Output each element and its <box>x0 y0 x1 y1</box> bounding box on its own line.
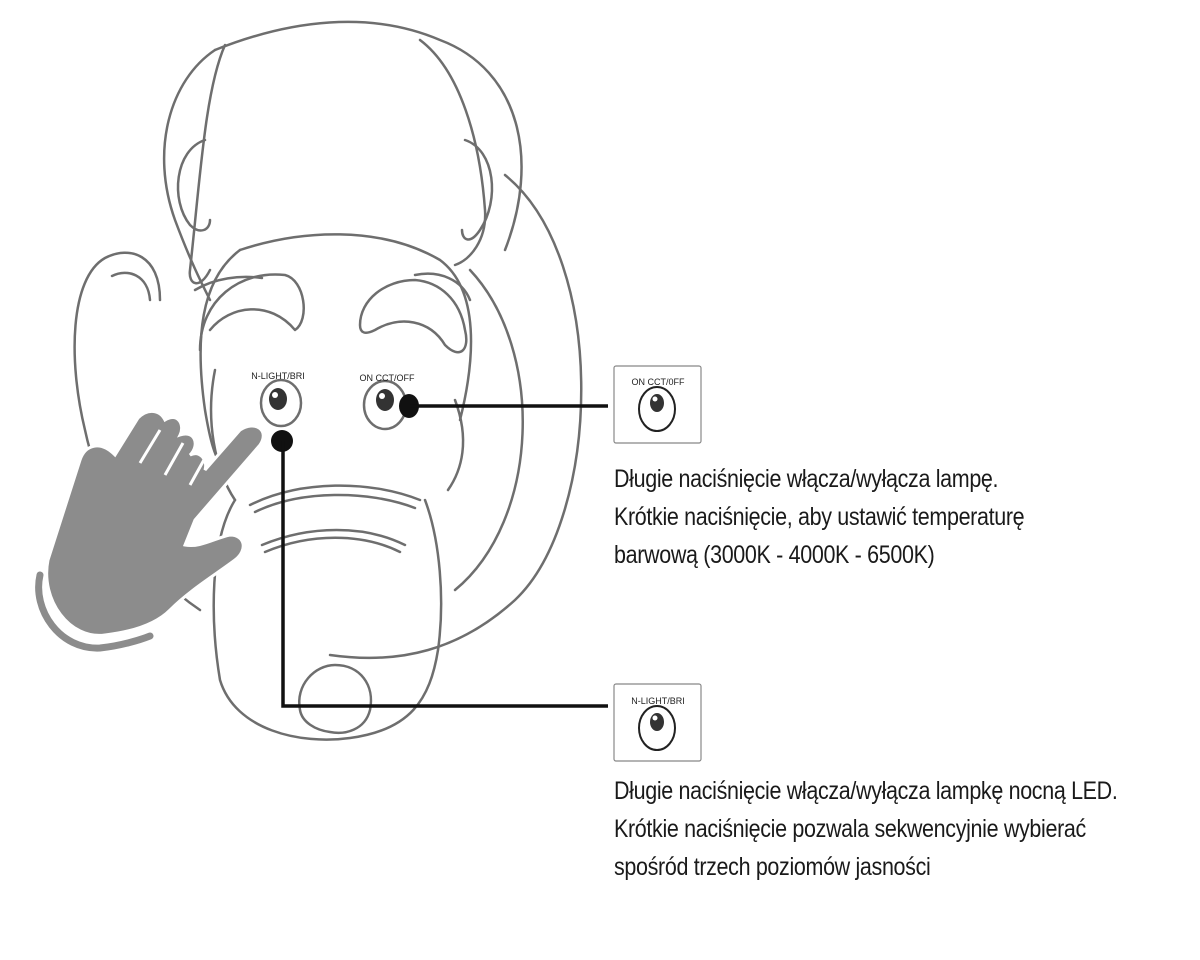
nlight-description-line: spośród trzech poziomów jasności <box>614 853 931 881</box>
right-eye-pupil[interactable] <box>376 389 394 411</box>
nlight-icon-label: N-LIGHT/BRI <box>631 696 685 706</box>
nlight-description: Długie naciśnięcie włącza/wyłącza lampkę… <box>614 772 1199 886</box>
cct-button-dot[interactable] <box>399 394 419 418</box>
lamp-snout <box>212 498 443 741</box>
nlight-description-line: Krótkie naciśnięcie pozwala sekwencyjnie… <box>614 815 1086 843</box>
lamp-left-button-label: N-LIGHT/BRI <box>251 371 305 381</box>
lamp-mouth-upper <box>248 484 422 507</box>
cct-description-line: barwową (3000K - 4000K - 6500K) <box>614 541 935 569</box>
lamp-right-brow <box>358 278 468 354</box>
lamp-right-button-label: ON CCT/OFF <box>360 373 415 383</box>
lamp-right-ear <box>418 38 487 267</box>
nlight-callout-icon: N-LIGHT/BRI <box>613 683 702 762</box>
hand-pointer-icon <box>35 410 265 652</box>
nlight-description-line: Długie naciśnięcie włącza/wyłącza lampkę… <box>614 777 1118 805</box>
lamp-head-outline <box>213 20 523 252</box>
lamp-left-ear <box>188 43 227 285</box>
lamp-body-inner <box>453 268 524 592</box>
lamp-left-brow <box>198 273 305 352</box>
left-eye-pupil[interactable] <box>269 388 287 410</box>
lamp-nose <box>297 663 373 734</box>
lamp-face-outline <box>238 233 473 422</box>
cct-callout-icon: ON CCT/0FF <box>613 365 702 444</box>
left-eye-button-outline <box>259 378 303 428</box>
nlight-leader-line <box>281 441 608 708</box>
lamp-mouth-lower <box>260 528 407 547</box>
cct-description: Długie naciśnięcie włącza/wyłącza lampę.… <box>614 460 1091 574</box>
cct-description-line: Długie naciśnięcie włącza/wyłącza lampę. <box>614 465 999 493</box>
cct-description-line: Krótkie naciśnięcie, aby ustawić tempera… <box>614 503 1025 531</box>
cct-icon-label: ON CCT/0FF <box>632 377 686 387</box>
lamp-body-outline <box>328 173 583 660</box>
